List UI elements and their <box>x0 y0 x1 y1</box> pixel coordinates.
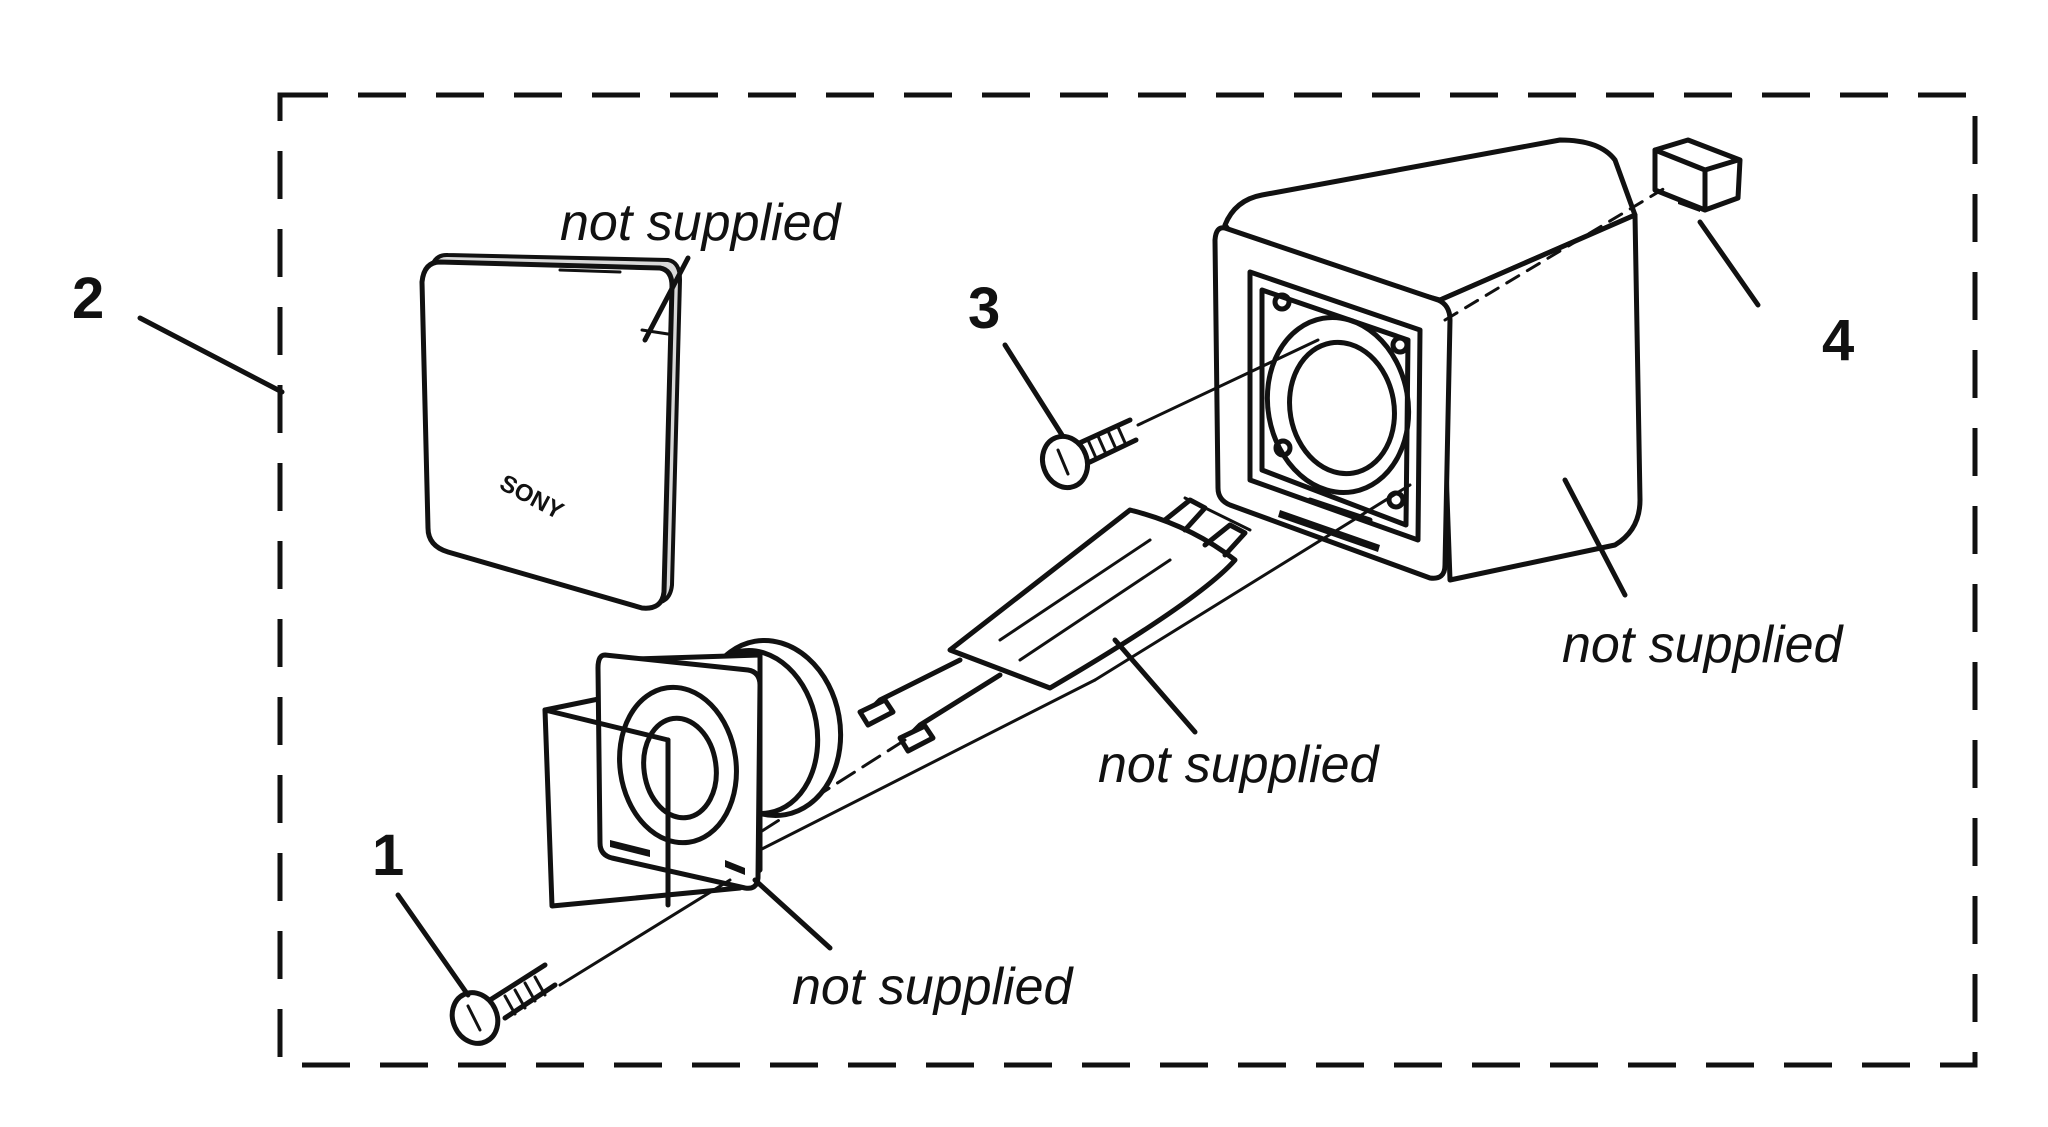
part-number-3: 3 <box>968 276 1000 341</box>
note-cabinet: not supplied <box>1562 616 1845 674</box>
note-speaker-unit: not supplied <box>792 958 1075 1016</box>
rear-screw <box>1039 338 1320 491</box>
speaker-unit <box>542 637 844 909</box>
leader-2 <box>137 315 285 395</box>
leader-note-cabinet <box>1562 477 1628 598</box>
connector-guide-line <box>1443 183 1672 322</box>
part-number-2: 2 <box>72 266 104 331</box>
front-grille: SONY <box>419 252 682 611</box>
part-number-4: 4 <box>1822 308 1854 373</box>
note-harness-cover: not supplied <box>1098 736 1381 794</box>
leader-3 <box>1002 342 1065 438</box>
leader-4 <box>1697 219 1761 308</box>
harness-cover <box>857 496 1252 754</box>
leader-note-speaker <box>752 877 833 951</box>
part-number-1: 1 <box>372 823 404 888</box>
note-front-grille: not supplied <box>560 194 843 252</box>
leader-1 <box>395 892 471 998</box>
front-screw <box>449 962 558 1046</box>
connector <box>1652 137 1743 213</box>
leader-note-harness <box>1112 637 1198 735</box>
assembly-dashed-border <box>277 92 1978 1068</box>
leader-note-grille <box>642 255 691 343</box>
